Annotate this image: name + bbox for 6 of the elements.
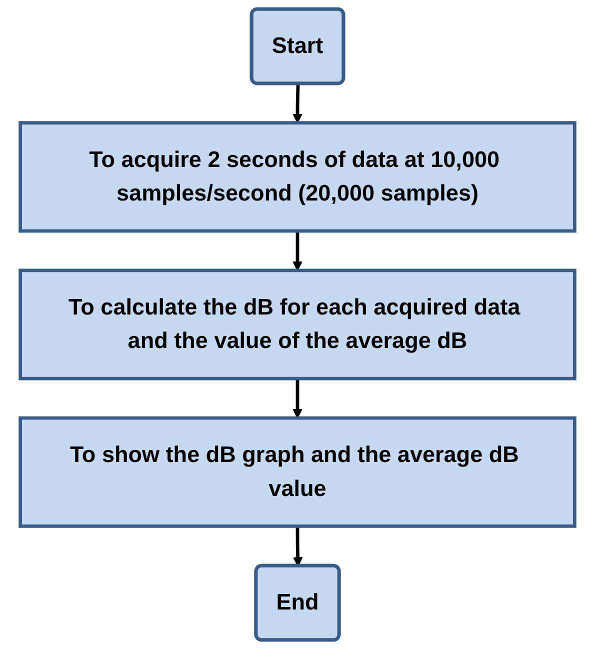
node-box: To acquire 2 seconds of data at 10,000 samples/second (20,000 samples) — [18, 121, 576, 233]
node-box: To show the dB graph and the average dB value — [18, 416, 576, 528]
arrow — [292, 378, 302, 418]
arrow — [292, 84, 302, 124]
arrow — [292, 230, 302, 271]
node-box: To calculate the dB for each acquired data and the value of the average dB — [18, 268, 576, 380]
